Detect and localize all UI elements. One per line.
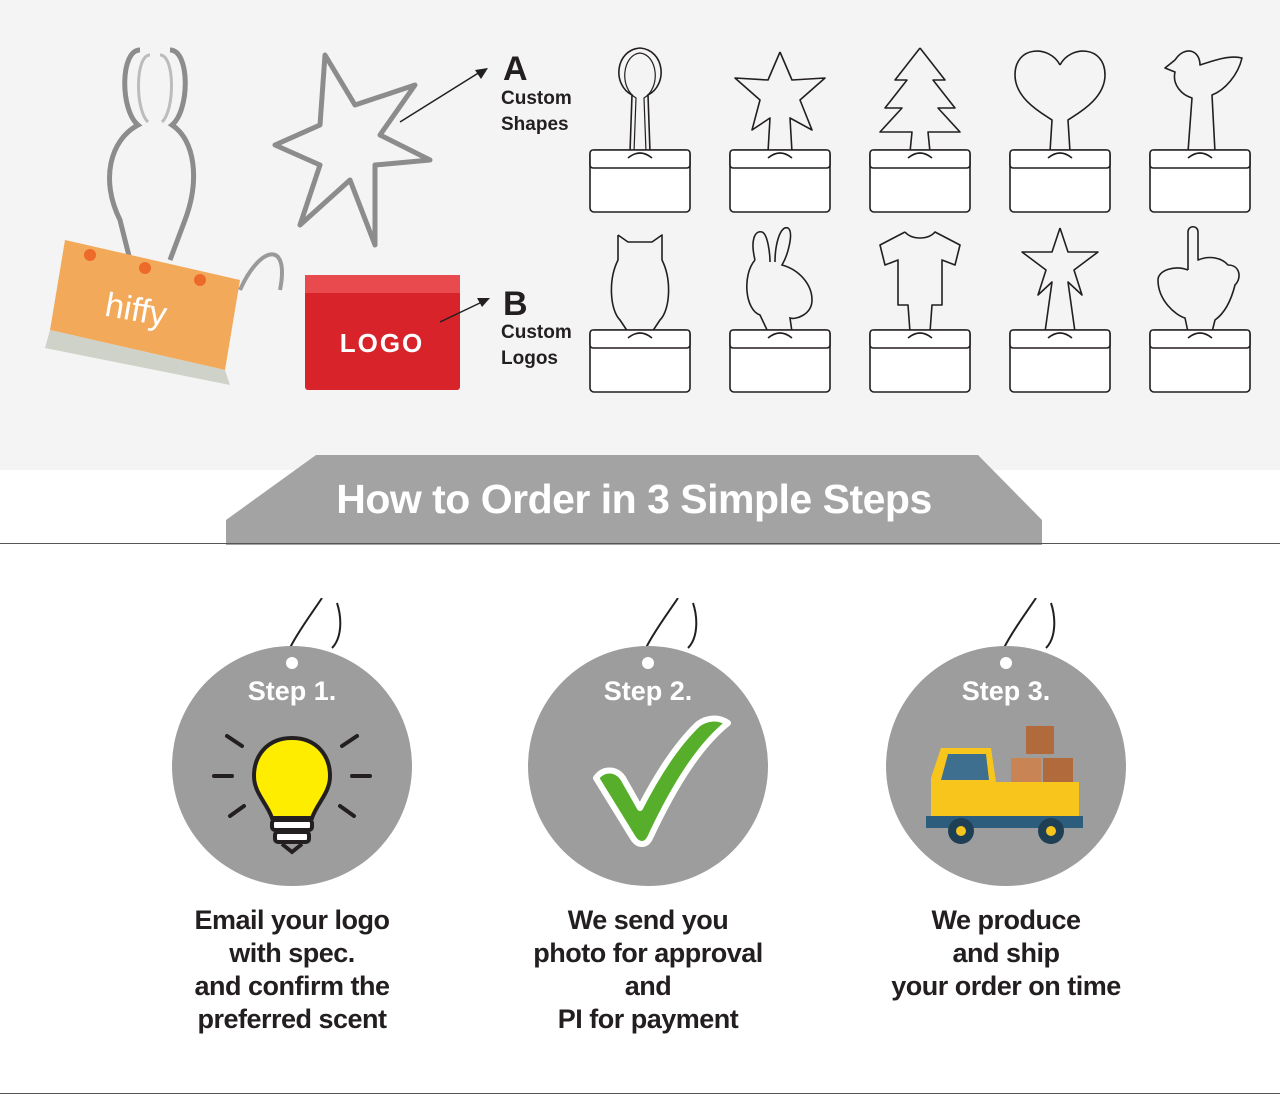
step-3-tag xyxy=(886,598,1126,886)
annotation-a-letter: A xyxy=(503,50,528,88)
banner-title: How to Order in 3 Simple Steps xyxy=(336,476,932,522)
step-2-line: We send you xyxy=(567,905,729,935)
truck-icon xyxy=(926,726,1083,844)
rabbit-clip-image: hiffy xyxy=(45,47,284,385)
shape-rabbit xyxy=(729,227,831,393)
shape-star-2 xyxy=(1009,227,1111,393)
clip-logo-text: LOGO xyxy=(340,328,425,358)
step-1-line: preferred scent xyxy=(197,1004,387,1034)
star-clip-image: LOGO xyxy=(272,52,460,390)
shape-grid xyxy=(589,47,1251,393)
annotation-b-line2: Logos xyxy=(501,348,558,369)
step-1-label: Step 1. xyxy=(247,676,337,706)
shape-star xyxy=(729,51,831,213)
step-2-line: and xyxy=(624,971,672,1001)
step-2-line: photo for approval xyxy=(533,938,763,968)
step-1-line: Email your logo xyxy=(194,905,390,935)
shape-tree xyxy=(869,47,971,213)
step-3-line: We produce xyxy=(931,905,1081,935)
step-1-tag xyxy=(172,598,412,886)
annotation-a-text: Custom Shapes xyxy=(501,86,572,138)
lightbulb-icon xyxy=(212,734,372,855)
step-1-description: Email your logo with spec. and confirm t… xyxy=(122,904,462,1036)
step-3-line: and ship xyxy=(952,938,1060,968)
shape-tshirt xyxy=(869,231,971,393)
step-2-description: We send you photo for approval and PI fo… xyxy=(478,904,818,1036)
shape-cat xyxy=(589,234,691,393)
step-3-label: Step 3. xyxy=(961,676,1051,706)
step-1-line: with spec. xyxy=(229,938,355,968)
shape-bone xyxy=(589,47,691,213)
step-3-description: We produce and ship your order on time xyxy=(836,904,1176,1003)
shape-hand xyxy=(1149,225,1251,393)
step-3-line: your order on time xyxy=(891,971,1121,1001)
annotation-b-letter: B xyxy=(503,285,528,323)
steps-banner xyxy=(226,455,1042,545)
annotation-a-line2: Shapes xyxy=(501,114,569,135)
step-2-label: Step 2. xyxy=(603,676,693,706)
annotation-b-text: Custom Logos xyxy=(501,320,572,372)
step-1-line: and confirm the xyxy=(194,971,390,1001)
step-2-tag xyxy=(528,598,768,886)
product-photo: hiffy LOGO xyxy=(45,47,490,390)
annotation-a-line1: Custom xyxy=(501,88,572,109)
shape-heart xyxy=(1009,50,1111,213)
step-2-line: PI for payment xyxy=(557,1004,739,1034)
annotation-b-line1: Custom xyxy=(501,322,572,343)
checkmark-icon xyxy=(593,715,731,847)
shape-bird xyxy=(1149,50,1251,213)
divider-bottom xyxy=(0,1093,1280,1094)
divider-top xyxy=(0,543,1280,544)
